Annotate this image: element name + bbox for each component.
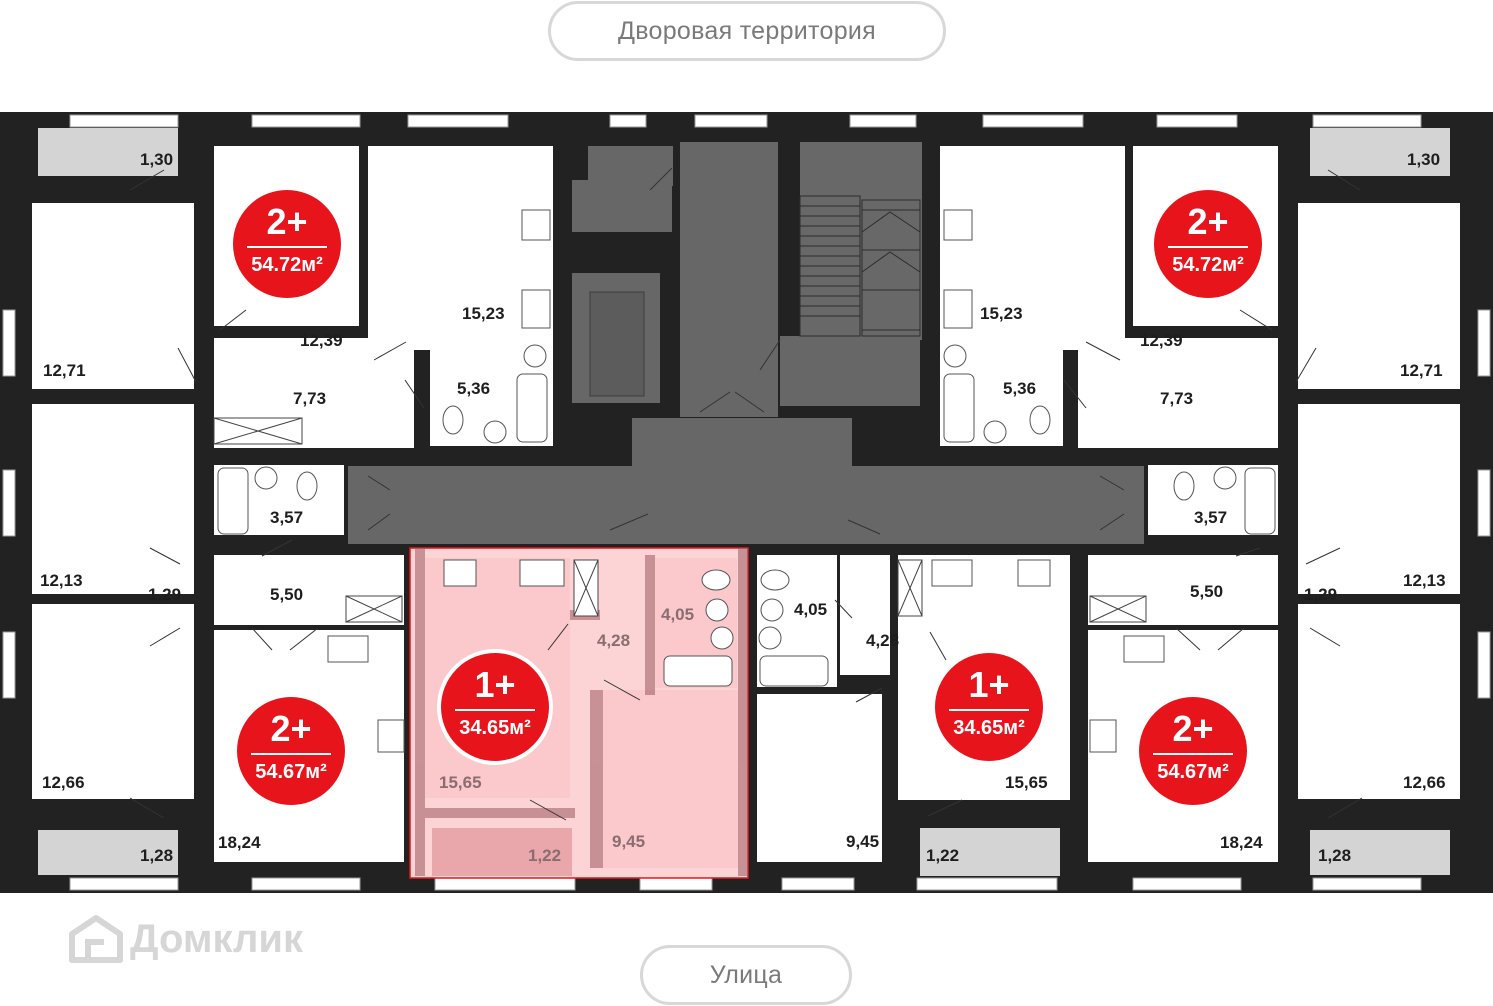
badge-divider	[1153, 753, 1233, 755]
room-area-label: 4,05	[794, 600, 828, 619]
room-area-label: 12,66	[42, 773, 85, 792]
room-area-label: 12,71	[43, 361, 86, 380]
room-area-label: 12,66	[1403, 773, 1446, 792]
room-area-label: 15,65	[439, 773, 482, 792]
apartment-badge-bottom-left[interactable]: 2+ 54.67м²	[233, 693, 349, 809]
vent-shafts	[213, 417, 1147, 623]
watermark-text: Домклик	[130, 916, 304, 961]
room-area-label: 15,65	[1005, 773, 1048, 792]
badge-divider	[949, 709, 1029, 711]
apartment-area: 54.67м²	[1157, 761, 1229, 783]
windows-bottom	[69, 877, 1422, 891]
room-area-label: 1,28	[140, 846, 174, 865]
stairwell-and-corridor	[348, 142, 1144, 544]
room-area-label: 3,57	[1194, 508, 1228, 527]
badge-divider	[251, 753, 331, 755]
room-area-label: 1,30	[1407, 150, 1441, 169]
room-area-label: 12,39	[300, 331, 343, 350]
house-logo-icon	[69, 915, 123, 963]
room-area-label: 9,45	[612, 832, 646, 851]
room-area-label: 9,45	[846, 832, 880, 851]
apartment-top-left[interactable]	[32, 128, 553, 875]
room-area-label: 1,30	[140, 150, 174, 169]
staircase	[799, 195, 921, 337]
fixtures	[217, 209, 1276, 753]
room-area-label: 15,23	[462, 304, 505, 323]
room-area-label: 3,57	[270, 508, 304, 527]
rooms-count: 2+	[1172, 708, 1214, 749]
room-area-label: 7,73	[293, 389, 327, 408]
apartment-badge-bottom-right[interactable]: 2+ 54.67м²	[1135, 693, 1251, 809]
apartment-badge-center-right[interactable]: 1+ 34.65м²	[931, 649, 1047, 765]
apartment-badge-top-left[interactable]: 2+ 54.72м²	[229, 186, 345, 302]
room-area-label: 5,50	[270, 585, 304, 604]
rooms-count: 1+	[474, 664, 516, 705]
rooms-count: 2+	[1187, 201, 1229, 242]
badge-divider	[1168, 246, 1248, 248]
apartment-area: 54.67м²	[255, 761, 327, 783]
street-label: Улица	[640, 945, 852, 1005]
room-area-label: 15,23	[980, 304, 1023, 323]
rooms-count: 1+	[968, 664, 1010, 705]
room-area-label: 4,28	[597, 631, 631, 650]
room-area-label: 5,50	[1190, 582, 1224, 601]
badge-divider	[455, 709, 535, 711]
room-area-label: 1,29	[1304, 585, 1338, 604]
room-area-label: 1,28	[1318, 846, 1352, 865]
elevator-shaft	[589, 291, 645, 397]
rooms-count: 2+	[266, 201, 308, 242]
room-area-label: 5,36	[1003, 379, 1037, 398]
apartment-area: 54.72м²	[1172, 254, 1244, 276]
apartment-badge-top-right[interactable]: 2+ 54.72м²	[1150, 186, 1266, 302]
apartment-badge-center-left[interactable]: 1+ 34.65м²	[437, 649, 553, 765]
room-area-label: 12,13	[40, 571, 83, 590]
badge-divider	[247, 246, 327, 248]
room-area-label: 5,36	[457, 379, 491, 398]
room-area-label: 4,05	[661, 605, 695, 624]
apartment-area: 34.65м²	[459, 717, 531, 739]
room-area-label: 1,22	[926, 846, 960, 865]
rooms-count: 2+	[270, 708, 312, 749]
apartment-area: 54.72м²	[251, 254, 323, 276]
room-area-label: 18,24	[1220, 833, 1263, 852]
room-area-label: 12,13	[1403, 571, 1446, 590]
domclick-watermark: Домклик	[66, 914, 303, 964]
windows-side	[2, 309, 1491, 699]
room-area-label: 18,24	[218, 833, 261, 852]
room-area-label: 12,39	[1140, 331, 1183, 350]
room-area-label: 1,22	[528, 846, 562, 865]
door-swings	[129, 167, 1363, 821]
apartment-area: 34.65м²	[953, 717, 1025, 739]
yard-label: Дворовая территория	[548, 1, 946, 61]
room-area-label: 4,28	[866, 631, 900, 650]
windows-top	[69, 114, 1422, 128]
room-area-label: 1,29	[148, 585, 182, 604]
room-area-label: 7,73	[1160, 389, 1194, 408]
room-area-label: 12,71	[1400, 361, 1443, 380]
